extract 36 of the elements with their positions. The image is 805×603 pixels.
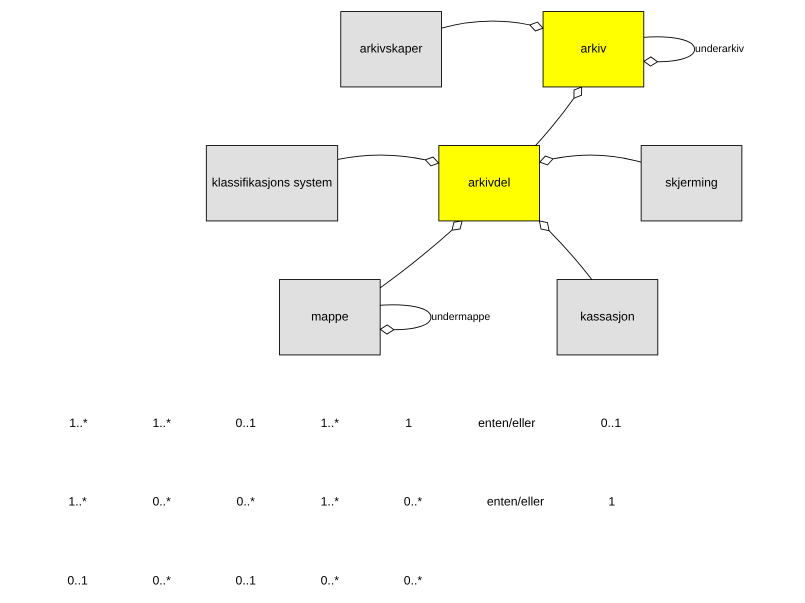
node-box: arkivdel <box>438 145 540 222</box>
label: 0..1 <box>600 416 622 430</box>
label: enten/eller <box>478 416 536 430</box>
connector <box>380 220 463 288</box>
label: 0..* <box>152 574 171 588</box>
connector <box>380 304 432 335</box>
label: 0..1 <box>236 416 256 430</box>
connector <box>643 36 696 67</box>
label: 0..1 <box>236 574 256 588</box>
label: 1..* <box>320 494 340 509</box>
connector <box>538 220 592 280</box>
connector <box>441 20 544 32</box>
label: 1 <box>608 494 616 509</box>
node-box: arkiv <box>542 11 644 88</box>
node-box: arkivskaper <box>340 11 442 88</box>
label: 1..* <box>68 494 87 509</box>
connector <box>539 154 642 166</box>
node-box: mappe <box>279 279 381 356</box>
node-box: klassifikasjons system <box>206 145 338 222</box>
label: 1..* <box>152 416 171 430</box>
label: enten/eller <box>486 494 544 509</box>
edge-label: underarkiv <box>695 42 744 55</box>
label: 0..* <box>236 494 255 509</box>
connector <box>535 86 582 146</box>
label: 0..* <box>404 494 422 509</box>
edge-label: undermappe <box>431 310 490 323</box>
label: 1..* <box>69 416 88 430</box>
label: 0..* <box>404 574 422 588</box>
label: 0..* <box>152 494 171 509</box>
label: 1..* <box>320 416 340 430</box>
node-box: skjerming <box>640 145 742 222</box>
connector <box>337 154 440 166</box>
label: 0..* <box>320 574 340 588</box>
node-box: kassasjon <box>556 279 658 356</box>
label: 1 <box>405 416 412 430</box>
label: 0..1 <box>67 574 88 588</box>
